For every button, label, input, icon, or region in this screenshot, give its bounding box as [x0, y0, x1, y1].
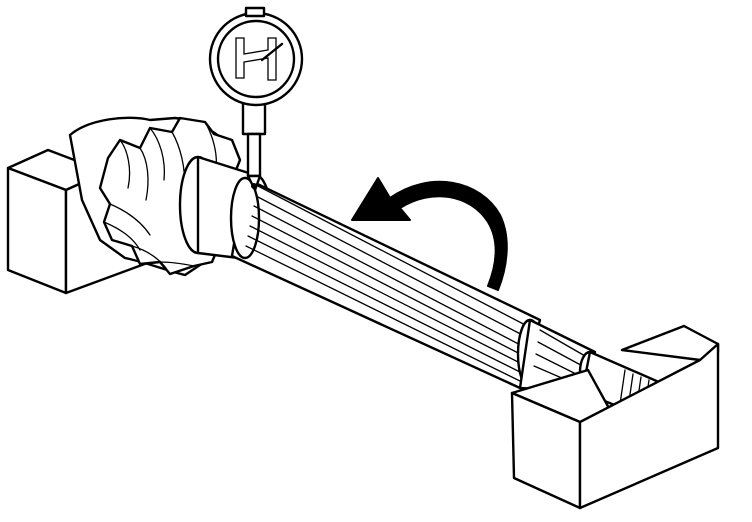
- dial-indicator-icon: [208, 6, 304, 192]
- curved-arrow-icon: [351, 177, 508, 291]
- right-v-block: [510, 324, 720, 510]
